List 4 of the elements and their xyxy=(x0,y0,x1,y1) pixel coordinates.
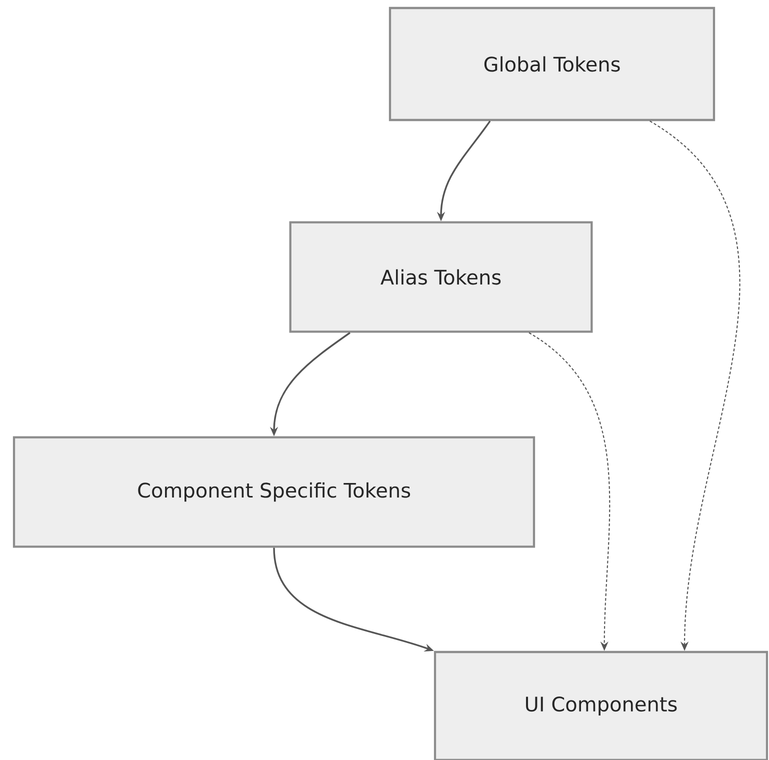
process-box: Global Tokens xyxy=(388,6,716,122)
process-box: Alias Tokens xyxy=(289,221,593,333)
process-box: Component Specific Tokens xyxy=(12,436,536,548)
process-box: UI Components xyxy=(434,650,768,760)
